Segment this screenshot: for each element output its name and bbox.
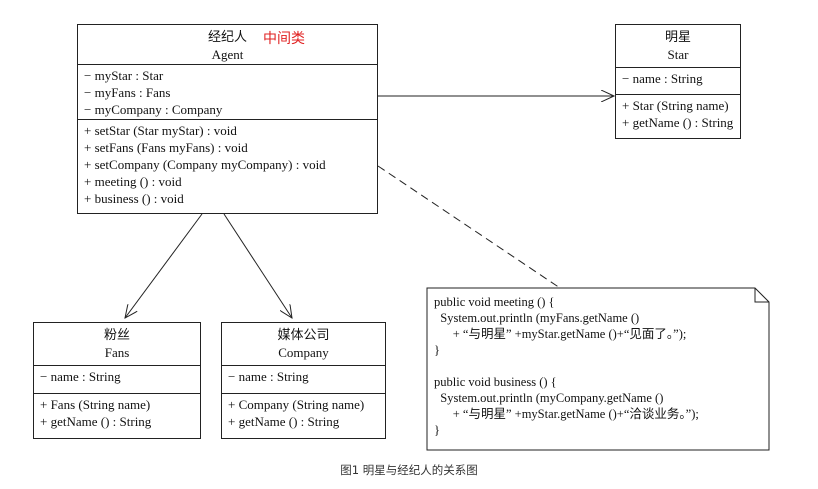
code-line: + “与明星” +myStar.getName ()+“洽谈业务。”);: [434, 407, 699, 421]
fans-class-methods: + Fans (String name) + getName () : Strin…: [34, 394, 200, 432]
company-class: 媒体公司 Company − name : String + Company (…: [221, 322, 386, 439]
agent-attribute: − myStar : Star: [84, 68, 164, 83]
agent-class-header: 经纪人 Agent: [78, 25, 377, 65]
star-class-attributes: − name : String: [616, 68, 740, 95]
agent-class-cn-name: 经纪人: [207, 30, 247, 45]
agent-method: + setCompany (Company myCompany) : void: [84, 157, 326, 172]
agent-attribute: − myCompany : Company: [84, 102, 223, 117]
star-method: + Star (String name): [622, 98, 729, 113]
star-attribute: − name : String: [622, 71, 703, 86]
agent-attribute: − myFans : Fans: [84, 85, 171, 100]
code-line: public void business () {: [434, 375, 557, 389]
note-shape: [426, 287, 770, 451]
fans-class-attributes: − name : String: [34, 366, 200, 394]
star-class-name: Star: [667, 47, 689, 62]
star-method: + getName () : String: [622, 115, 734, 130]
code-line: public void meeting () {: [434, 295, 555, 309]
code-line: [434, 358, 699, 374]
agent-method: + meeting () : void: [84, 174, 182, 189]
fans-class-header: 粉丝 Fans: [34, 323, 200, 366]
company-attribute: − name : String: [228, 369, 309, 384]
code-note: public void meeting () { System.out.prin…: [427, 288, 769, 450]
fans-method: + getName () : String: [40, 414, 152, 429]
code-note-text: public void meeting () { System.out.prin…: [434, 294, 699, 438]
star-class-methods: + Star (String name) + getName () : Strin…: [616, 95, 740, 133]
code-line: System.out.println (myFans.getName (): [434, 311, 640, 325]
agent-class-attributes: − myStar : Star − myFans : Fans − myCompan…: [78, 65, 377, 120]
code-line: }: [434, 423, 440, 437]
fans-class: 粉丝 Fans − name : String + Fans (String n…: [33, 322, 201, 439]
agent-class-methods: + setStar (Star myStar) : void + setFans …: [78, 120, 377, 209]
star-class-cn-name: 明星: [664, 30, 691, 45]
agent-to-fans-association: [125, 213, 203, 318]
star-class: 明星 Star − name : String + Star (String n…: [615, 24, 741, 139]
agent-method: + setStar (Star myStar) : void: [84, 123, 237, 138]
fans-class-name: Fans: [104, 345, 130, 360]
company-class-methods: + Company (String name) + getName () : St…: [222, 394, 385, 432]
agent-note-dashed-link: [377, 165, 561, 289]
company-class-attributes: − name : String: [222, 366, 385, 394]
agent-method: + business () : void: [84, 191, 184, 206]
figure-caption: 图1 明星与经纪人的关系图: [340, 463, 478, 477]
agent-method: + setFans (Fans myFans) : void: [84, 140, 248, 155]
company-method: + Company (String name): [228, 397, 365, 412]
agent-class: 经纪人 Agent − myStar : Star − myFans : Fans…: [77, 24, 378, 214]
company-method: + getName () : String: [228, 414, 340, 429]
company-class-cn-name: 媒体公司: [277, 328, 330, 343]
agent-to-company-association: [223, 213, 292, 318]
company-class-name: Company: [278, 345, 329, 360]
code-line: }: [434, 343, 440, 357]
fans-attribute: − name : String: [40, 369, 121, 384]
agent-class-name: Agent: [211, 47, 244, 62]
star-class-header: 明星 Star: [616, 25, 740, 68]
fans-method: + Fans (String name): [40, 397, 151, 412]
code-line: + “与明星” +myStar.getName ()+“见面了。”);: [434, 327, 687, 341]
mediator-class-tag: 中间类: [263, 31, 305, 47]
note-folded-corner: [754, 288, 769, 303]
code-line: System.out.println (myCompany.getName (): [434, 391, 664, 405]
company-class-header: 媒体公司 Company: [222, 323, 385, 366]
fans-class-cn-name: 粉丝: [103, 328, 130, 343]
